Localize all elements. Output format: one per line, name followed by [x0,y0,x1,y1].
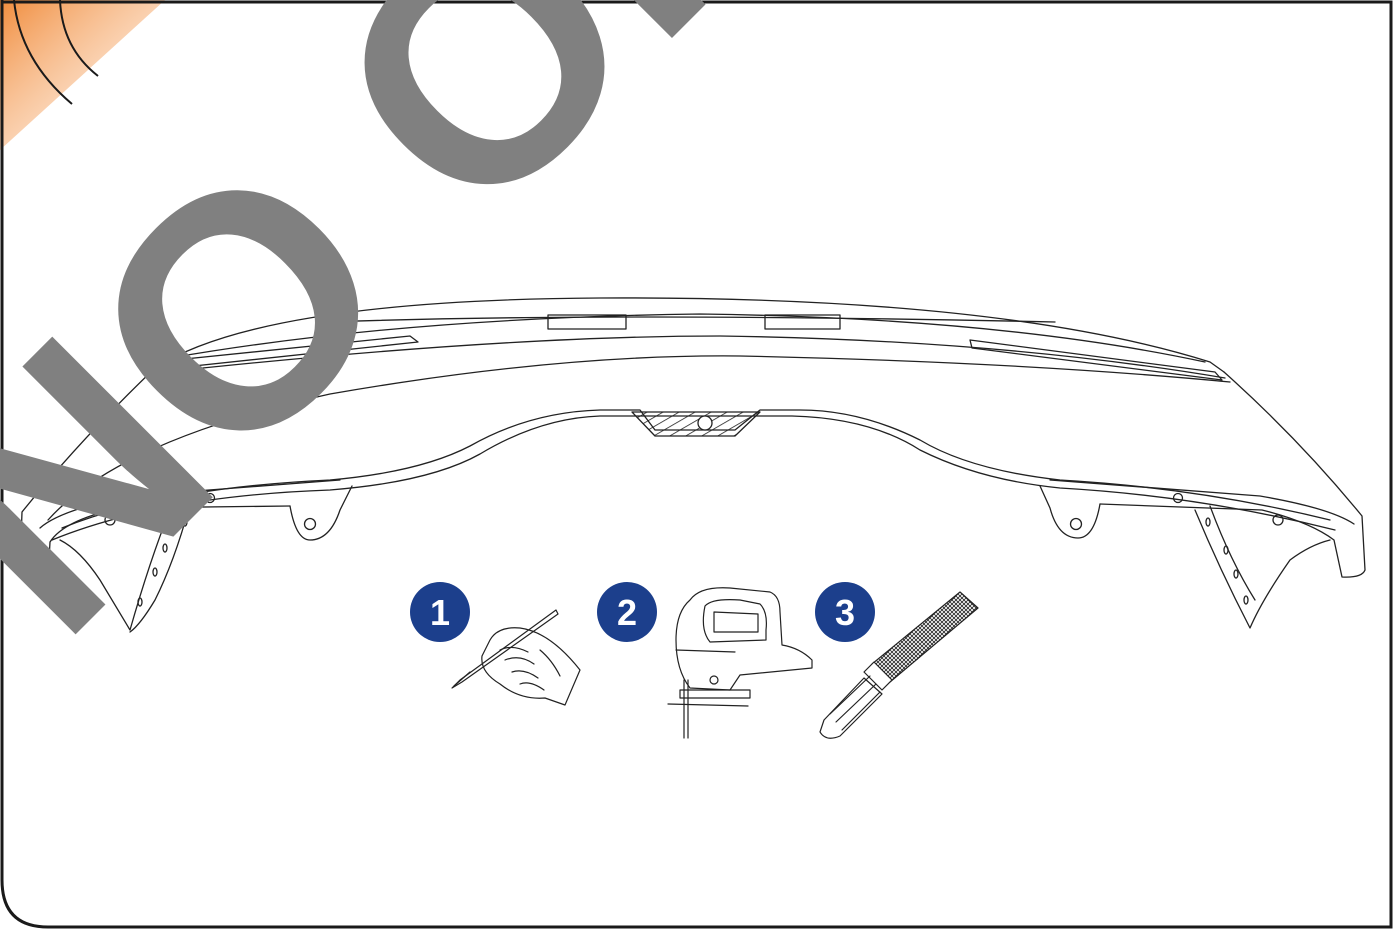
hole [1223,545,1229,555]
bumper-top-edge [154,297,1225,373]
hole [104,514,116,526]
hole [303,517,317,531]
tab-left-center [289,485,353,541]
step-badge [815,582,875,642]
bumper-top-lip [169,313,1206,363]
step-number: 1 [430,592,450,633]
bumper-mid-line [47,355,1231,521]
bumper-strip [329,316,1056,323]
bumper-right-inner [1049,479,1355,525]
tab-right-center [1039,485,1101,539]
step-number: 3 [835,592,855,633]
hole [204,492,216,504]
hole [182,517,188,527]
bumper-upper-line [164,335,1226,379]
step-3: 3 [815,582,979,739]
cut-area-hatched [631,411,761,437]
bracket-left-2 [129,503,191,633]
step-1: 1 [410,582,581,706]
bumper-reflector-left [174,335,419,369]
hole [1243,595,1249,605]
hole [152,567,158,577]
hole [1233,569,1239,579]
bracket-right [1194,509,1331,629]
bracket-right-2 [1209,505,1256,601]
jigsaw-icon [667,587,813,739]
hole [162,543,168,553]
file-rasp-icon [819,591,979,739]
corner-arc-inner [59,0,99,77]
corner-accent [0,0,165,150]
bumper-recess-right [764,314,841,330]
step-badge [410,582,470,642]
rear-bumper-drawing [19,297,1366,633]
hole [1172,492,1184,504]
hole [1069,517,1083,531]
step-number: 2 [617,592,637,633]
bumper-recess-left [547,314,627,330]
bumper-left-inner [39,479,341,529]
bumper-right-outer [1099,371,1366,578]
hole [1205,517,1211,527]
bracket-left [59,509,171,631]
hole [1272,514,1284,526]
hole [137,597,143,607]
step-badge [597,582,657,642]
step-2: 2 [597,582,813,739]
hand-pencil-icon [451,609,581,706]
corner-arc-outer [13,0,73,105]
bumper-reflector-right [969,339,1223,381]
cut-area-hole [697,415,713,431]
